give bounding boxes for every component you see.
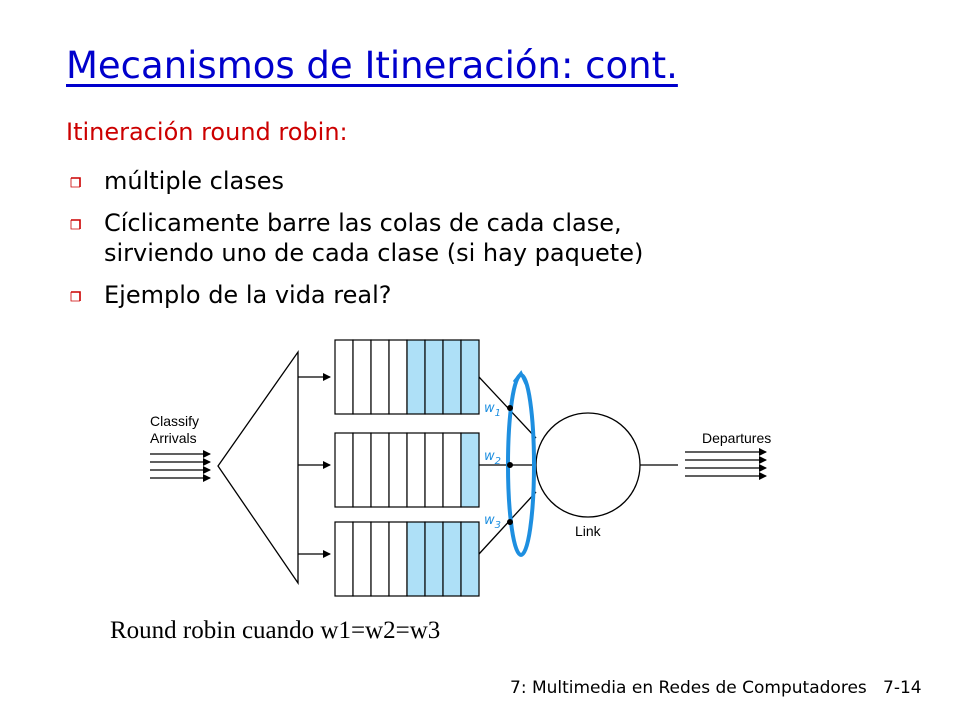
queue-slot-filled (406, 521, 426, 597)
queue-slot-filled (442, 339, 462, 415)
queue-slot-empty (370, 521, 390, 597)
queue-slot-empty (370, 339, 390, 415)
classifier-block (217, 349, 299, 586)
queue-slot-filled (460, 432, 480, 508)
diagram-caption: Round robin cuando w1=w2=w3 (110, 617, 441, 644)
queue-slot-empty (388, 339, 408, 415)
bullet-item: múltiple clases (66, 166, 643, 196)
bullet-text: Ejemplo de la vida real? (104, 281, 392, 309)
weight-dot-w2 (507, 462, 513, 468)
weight-label-w1: w1 (484, 401, 501, 419)
queue-slot-empty (388, 521, 408, 597)
bullet-item: Ejemplo de la vida real? (66, 280, 643, 310)
queue-slot-filled (442, 521, 462, 597)
classify-label: Classify (150, 413, 199, 429)
queue-slot-empty (334, 432, 354, 508)
weight-subscript: 2 (495, 456, 501, 467)
queue-slot-empty (334, 339, 354, 415)
footer-page-number: 7-14 (883, 678, 922, 698)
link-label: Link (575, 523, 602, 539)
queue-slot-empty (442, 432, 462, 508)
slide-subtitle: Itineración round robin: (66, 118, 348, 146)
departure-arrows (685, 448, 767, 480)
round-robin-diagram: Classify Arrivals Departures Link (150, 339, 771, 597)
arrival-arrows (150, 450, 211, 482)
queue-slot-filled (406, 339, 426, 415)
bullet-text: Cíclicamente barre las colas de cada cla… (104, 209, 622, 237)
queue-slot-empty (352, 521, 372, 597)
bullet-text: sirviendo uno de cada clase (si hay paqu… (104, 239, 644, 267)
slide-title: Mecanismos de Itineración: cont. (66, 44, 678, 87)
bullet-item: Cíclicamente barre las colas de cada cla… (66, 208, 643, 268)
weight-label-w2: w2 (484, 449, 501, 467)
bullet-list: múltiple clases Cíclicamente barre las c… (66, 166, 643, 322)
arrivals-label: Arrivals (150, 430, 197, 446)
departures-label: Departures (702, 430, 771, 446)
queue-slot-filled (460, 339, 480, 415)
ring-direction-arrow (512, 370, 528, 385)
queue-slot-empty (352, 339, 372, 415)
queue-slot-empty (388, 432, 408, 508)
weight-dot-w1 (507, 405, 513, 411)
queue-slot-filled (424, 521, 444, 597)
queue-slot-empty (334, 521, 354, 597)
link-circle (535, 412, 641, 518)
queue-slot-filled (460, 521, 480, 597)
queue-slot-empty (352, 432, 372, 508)
queue-slot-empty (424, 432, 444, 508)
bullet-box-icon (70, 219, 81, 230)
classifier-output-arrows (298, 373, 331, 558)
weight-dot-w3 (507, 519, 513, 525)
weight-subscript: 1 (495, 408, 501, 419)
queue-slot-empty (370, 432, 390, 508)
queue-slot-filled (424, 339, 444, 415)
weight-subscript: 3 (495, 520, 501, 531)
footer-course-title: 7: Multimedia en Redes de Computadores (510, 678, 867, 698)
queue-slot-empty (406, 432, 426, 508)
bullet-box-icon (70, 291, 81, 302)
bullet-text: múltiple clases (104, 167, 284, 195)
weight-label-w3: w3 (484, 513, 501, 531)
queues (334, 339, 480, 597)
bullet-box-icon (70, 177, 81, 188)
